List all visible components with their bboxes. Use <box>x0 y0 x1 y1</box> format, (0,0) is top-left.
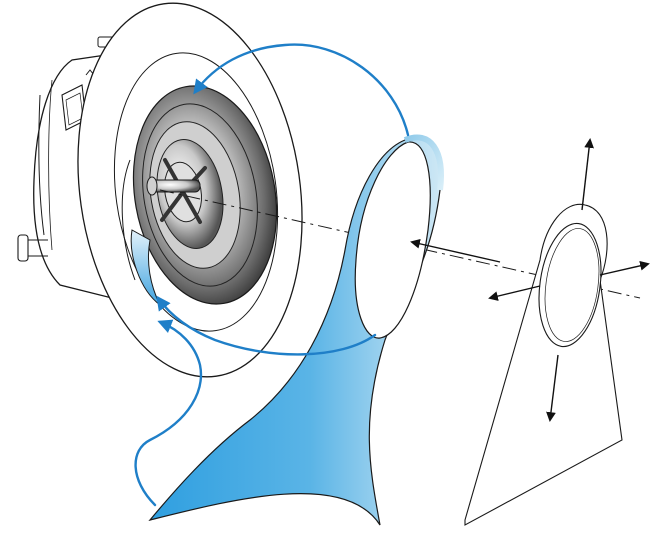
flow-arrows <box>134 43 410 507</box>
arrow-plate-left <box>488 285 541 301</box>
flow-arrow-top <box>193 43 410 137</box>
flat-plate-part <box>464 203 623 526</box>
direction-arrows <box>410 138 650 422</box>
shaft-bolt-part <box>146 176 201 196</box>
curved-blade-part <box>148 134 444 526</box>
arrow-to-blade <box>410 238 501 263</box>
impeller-cone-part <box>121 85 278 306</box>
flow-arrow-bottom <box>134 319 203 507</box>
arrow-plate-down <box>546 354 559 422</box>
arrow-plate-up <box>581 138 594 211</box>
flow-arrow-middle <box>156 295 377 356</box>
arrow-plate-right <box>599 260 650 276</box>
